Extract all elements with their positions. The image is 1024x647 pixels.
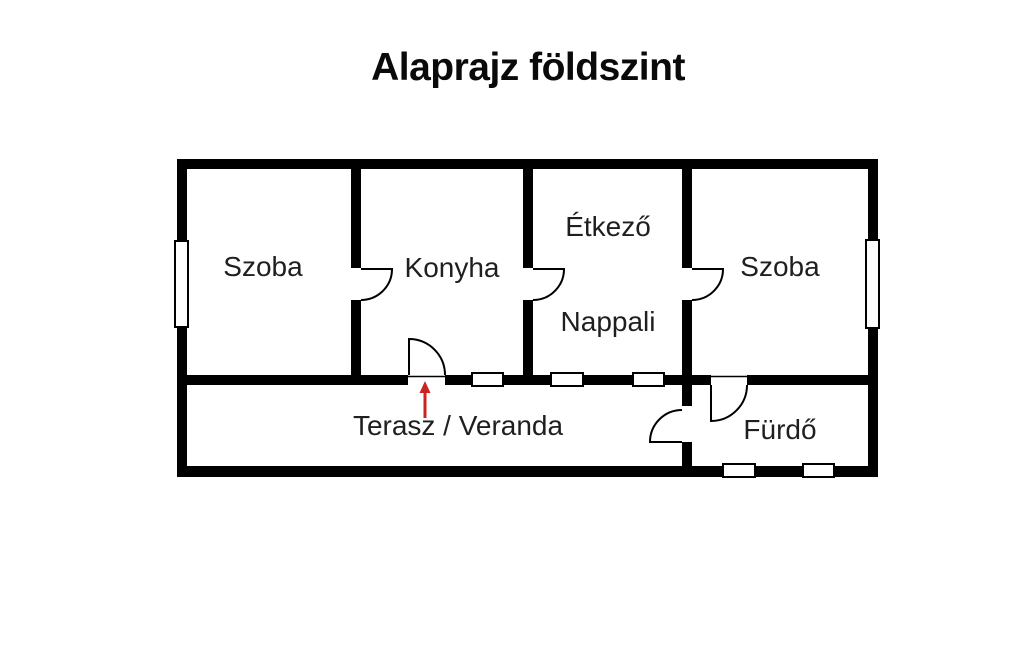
window-furdo-2 [802, 463, 835, 478]
wall-terasz-furdo-lower [682, 442, 692, 477]
wall-nappali-szoba-upper [682, 159, 692, 268]
mid-wall-seg-2 [445, 375, 472, 385]
page-title: Alaprajz földszint [371, 46, 685, 89]
entrance-arrow-head-icon [419, 381, 431, 393]
room-label-terasz-veranda: Terasz / Veranda [352, 410, 564, 441]
wall-nappali-szoba-lower [682, 300, 692, 385]
window-szoba-right [865, 239, 880, 329]
window-konyha-terasz [471, 372, 504, 387]
wall-szoba-konyha-upper [351, 159, 361, 268]
window-nappali-terasz-2 [632, 372, 665, 387]
door-nappali-szoba-right-icon [691, 268, 725, 301]
window-nappali-terasz-1 [550, 372, 584, 387]
door-szoba-left-konyha-icon [360, 268, 394, 301]
wall-konyha-nappali-upper [523, 159, 533, 268]
room-label-szoba-right: Szoba [740, 251, 820, 282]
room-label-szoba-left: Szoba [223, 251, 303, 282]
door-szoba-right-furdo-icon [710, 384, 748, 423]
mid-wall-seg-1 [177, 375, 408, 385]
mid-wall-seg-6 [747, 375, 878, 385]
window-furdo-1 [722, 463, 756, 478]
door-konyha-terasz-icon [408, 337, 446, 376]
window-szoba-left [174, 240, 189, 328]
wall-szoba-konyha-lower [351, 300, 361, 385]
wall-terasz-furdo-upper [682, 375, 692, 406]
room-label-furdo: Fürdő [743, 414, 817, 445]
door-konyha-nappali-icon [532, 268, 566, 301]
room-label-etkezo: Étkező [565, 211, 651, 242]
room-label-nappali: Nappali [560, 306, 656, 337]
outer-wall-bottom [177, 466, 878, 477]
mid-wall-seg-4 [583, 375, 633, 385]
wall-konyha-nappali-lower [523, 300, 533, 385]
door-terasz-furdo-icon [648, 409, 683, 443]
room-label-konyha: Konyha [404, 252, 500, 283]
